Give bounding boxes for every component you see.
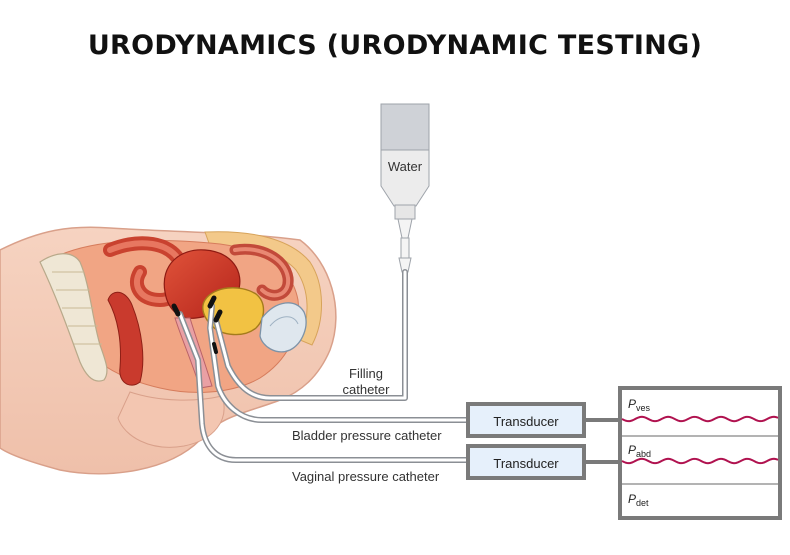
filling-catheter-label-line1: Filling bbox=[349, 366, 383, 381]
pves-label: Pves bbox=[628, 397, 651, 413]
pelvic-anatomy-illustration bbox=[0, 226, 337, 475]
pabd-trace bbox=[621, 457, 779, 465]
pdet-label: Pdet bbox=[628, 492, 649, 508]
transducer-top: Transducer bbox=[466, 402, 586, 438]
catheter-tubes bbox=[171, 269, 471, 463]
vaginal-pressure-catheter-label: Vaginal pressure catheter bbox=[292, 469, 440, 484]
pabd-label: Pabd bbox=[628, 443, 651, 459]
transducer-bottom-label: Transducer bbox=[493, 456, 559, 471]
page-title: URODYNAMICS (URODYNAMIC TESTING) bbox=[87, 30, 703, 61]
transducer-top-label: Transducer bbox=[493, 414, 559, 429]
filling-catheter-label-line2: catheter bbox=[343, 382, 391, 397]
pressure-recorder: Pves Pabd Pdet bbox=[618, 386, 782, 520]
pves-trace bbox=[621, 415, 779, 423]
water-bag bbox=[380, 103, 430, 273]
water-label: Water bbox=[388, 159, 423, 174]
bladder-pressure-catheter-label: Bladder pressure catheter bbox=[292, 428, 442, 443]
transducer-bottom: Transducer bbox=[466, 444, 586, 480]
